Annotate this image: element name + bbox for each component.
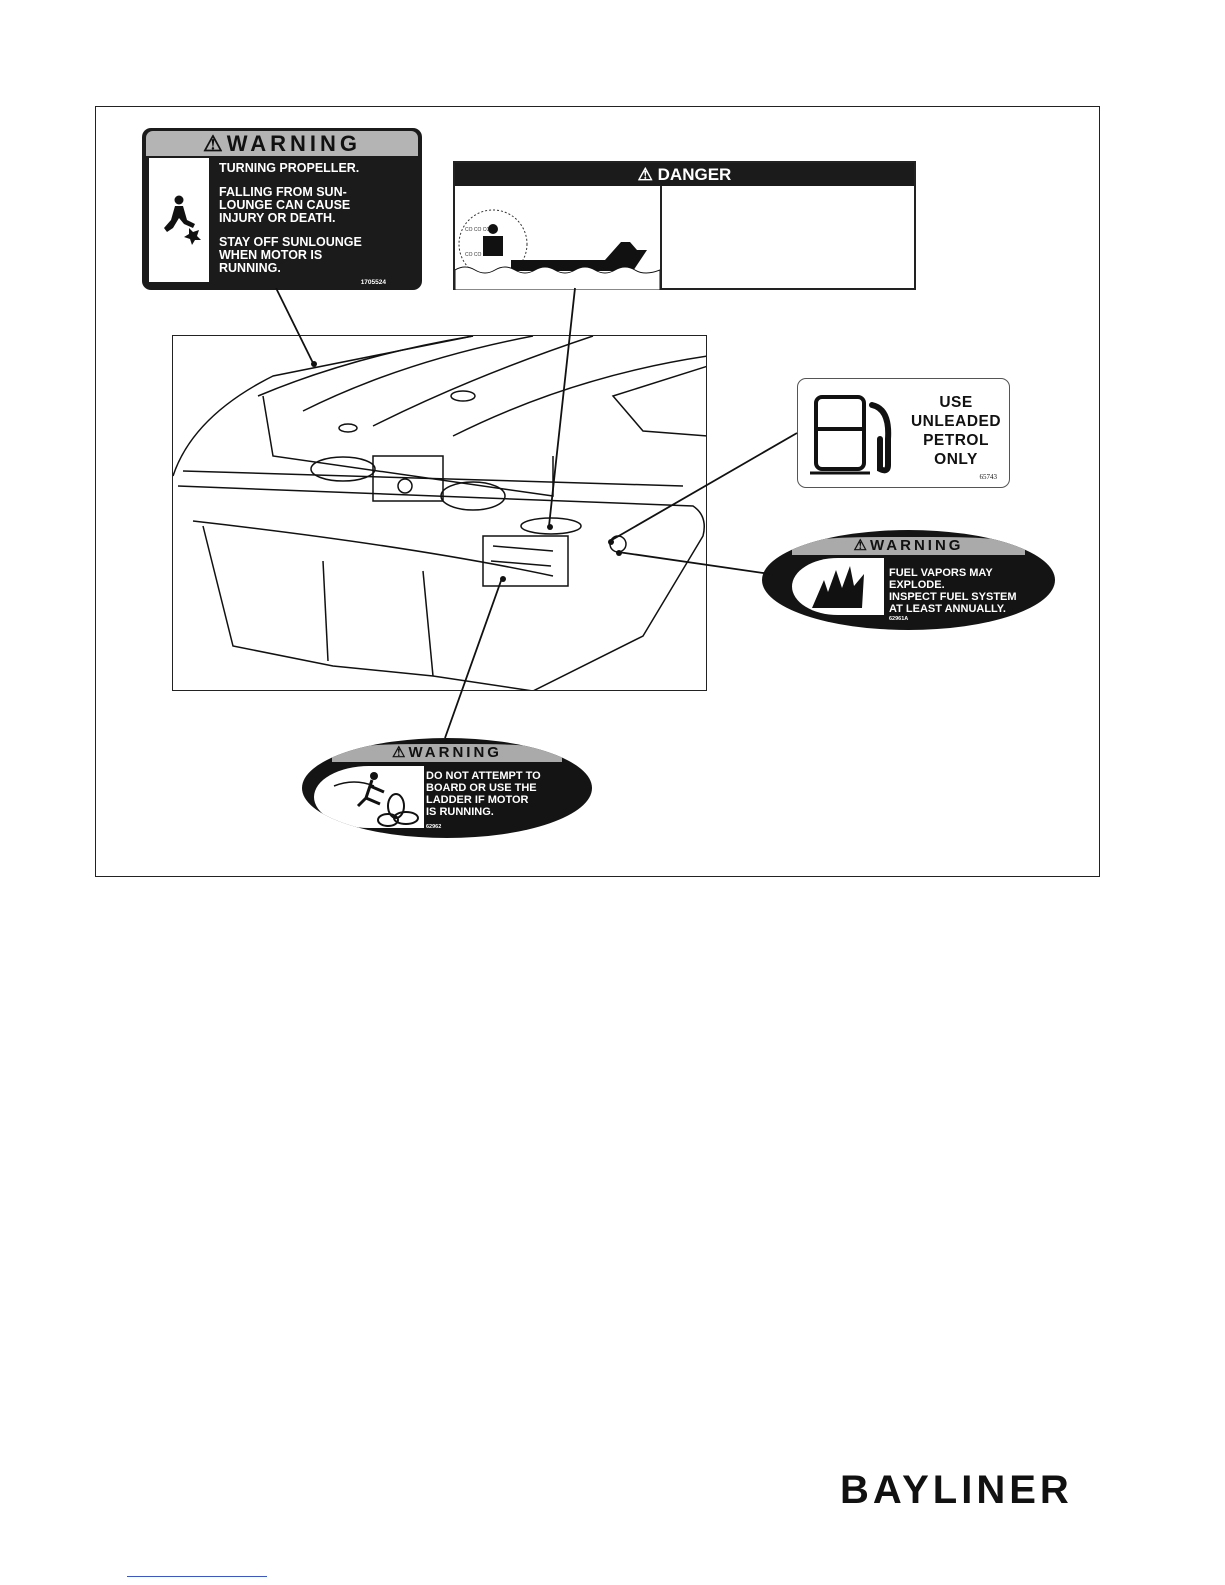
warning-header: ⚠WARNING (146, 131, 418, 156)
label-code: 62961A (889, 616, 909, 622)
warning-label-sunlounge: ⚠WARNING TURNING PROPELLER. FALLING FROM… (142, 128, 422, 290)
svg-text:CO CO CO: CO CO CO (465, 227, 490, 233)
warning-text: TURNING PROPELLER. FALLING FROM SUN- LOU… (219, 161, 362, 275)
footer-link-underline (127, 1576, 267, 1577)
carbon-monoxide-icon: CO CO CO CO CO CO CO (454, 186, 661, 291)
warning-header: ⚠WARNING (332, 744, 562, 762)
svg-text:BAYLINER: BAYLINER (840, 1468, 1073, 1511)
falling-person-icon (149, 158, 209, 282)
figure-frame (95, 106, 1100, 877)
danger-header: ⚠ DANGER (455, 163, 914, 186)
warning-text: FUEL VAPORS MAY EXPLODE. INSPECT FUEL SY… (889, 567, 1017, 615)
warning-label-ladder: ⚠WARNING DO NOT ATTEMPT TO BOARD OR USE … (302, 738, 592, 838)
warning-header: ⚠WARNING (792, 537, 1025, 555)
fuel-pump-icon (810, 389, 900, 477)
label-code: 1705524 (360, 279, 386, 286)
warning-label-fuel-vapors: ⚠WARNING FUEL VAPORS MAY EXPLODE. INSPEC… (762, 530, 1055, 630)
fuel-text: USE UNLEADED PETROL ONLY (910, 394, 1002, 468)
svg-text:CO CO CO CO: CO CO CO CO (465, 252, 499, 258)
label-code: 62962 (426, 824, 442, 830)
warning-text: DO NOT ATTEMPT TO BOARD OR USE THE LADDE… (426, 770, 541, 818)
danger-divider (660, 186, 662, 290)
propeller-icon (314, 766, 424, 828)
fire-icon (792, 558, 884, 615)
bayliner-logo: BAYLINER (840, 1463, 1105, 1512)
danger-label: ⚠ DANGER CO CO CO CO CO CO CO (453, 161, 916, 291)
boat-stern-illustration (172, 335, 707, 691)
label-code: 65743 (979, 473, 998, 481)
fuel-label: USE UNLEADED PETROL ONLY 65743 (797, 378, 1010, 488)
